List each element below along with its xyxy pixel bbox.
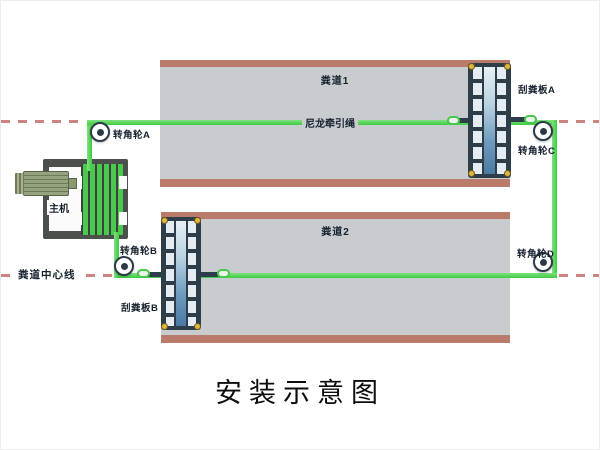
centerline-label: 粪道中心线 [15,267,79,282]
corner-wheel-b-icon [114,256,134,276]
motor-icon [23,171,69,196]
centerline-dash-bottom-right [559,274,599,277]
mount-dot [194,217,201,224]
machine-label: 主机 [47,200,71,215]
scraper-b-cells-right [188,221,196,326]
corner-wheel-d-icon [533,252,553,272]
mount-dot [468,170,475,177]
rope-clamp [137,269,150,278]
pulley-tab [74,176,82,189]
scraper-plate-a [468,63,511,178]
scraper-b-right-arm [199,272,227,277]
scraper-b-mid-strip [176,221,186,326]
pulley-tab [74,212,82,225]
rope-bottom-horizontal [114,273,557,278]
scraper-a-left-arm [450,118,470,123]
centerline-dash-top-left [1,120,85,123]
rope-clamp [524,115,537,124]
scraper-a-right-arm [509,117,536,122]
scraper-a-mid-strip [484,67,495,174]
pulley-block [81,164,123,235]
scraper-plate-b [161,217,201,330]
channel-2-label: 粪道2 [321,227,350,238]
mount-dot [468,63,475,70]
rope-left-lower-vertical [114,232,119,278]
rope-left-upper-vertical [87,121,92,171]
diagram-title: 安装示意图 [215,378,385,408]
scraper-a-cells-left [473,67,482,174]
rope-clamp [447,116,460,125]
centerline-dash-top-right [559,120,599,123]
pulley-tab [119,212,127,225]
wheel-a-label: 转角轮A [113,130,151,141]
channel-1-label: 粪道1 [320,76,350,87]
pulley-tab [119,176,127,189]
corner-wheel-a-icon [90,122,110,142]
rope-clamp [217,269,230,278]
scraper-a-cells-right [497,67,506,174]
mount-dot [504,63,511,70]
mount-dot [161,323,168,330]
motor-shaft [68,178,77,189]
rope-right-vertical [552,120,557,278]
scraper-b-label: 刮粪板B [121,303,159,314]
mount-dot [194,323,201,330]
corner-wheel-c-icon [533,121,553,141]
wheel-c-label: 转角轮C [518,146,556,157]
wheel-b-label: 转角轮B [120,246,158,257]
wheel-d-label: 转角轮D [517,249,555,260]
mount-dot [161,217,168,224]
scraper-b-cells-left [166,221,174,326]
rope-label: 尼龙牵引绳 [302,115,358,130]
scraper-a-label: 刮粪板A [518,85,556,96]
motor-fins-icon [15,173,24,194]
mount-dot [504,170,511,177]
scraper-b-left-arm [142,272,163,277]
